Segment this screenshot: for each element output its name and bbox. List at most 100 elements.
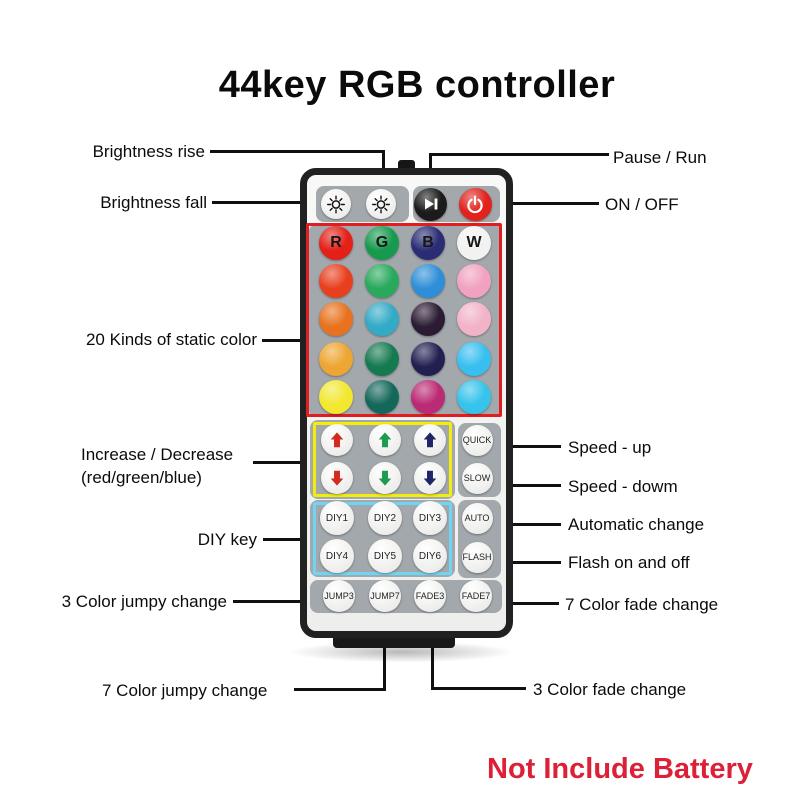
diy2-button[interactable]: DIY2	[368, 501, 402, 535]
w-color-button[interactable]: W	[457, 226, 491, 260]
label-7-color-jumpy: 7 Color jumpy change	[102, 681, 268, 700]
diy3-button[interactable]: DIY3	[413, 501, 447, 535]
connector-line	[487, 523, 561, 526]
down-arrow-button[interactable]	[414, 462, 446, 494]
down-arrow-button[interactable]	[369, 462, 401, 494]
connector-line	[210, 150, 384, 153]
label-speed-down: Speed - dowm	[568, 477, 678, 496]
button-label: W	[466, 234, 482, 251]
connector-line	[233, 600, 325, 603]
label-automatic-change: Automatic change	[568, 515, 705, 534]
button-label: G	[375, 234, 389, 251]
static-colors-outline	[306, 223, 502, 417]
arrow-up-icon	[423, 432, 437, 448]
button-label: SLOW	[463, 473, 491, 483]
button-label: DIY6	[418, 550, 442, 562]
label-3-color-jumpy: 3 Color jumpy change	[61, 592, 227, 611]
static-color-button-6[interactable]	[365, 264, 399, 298]
label-brightness-rise: Brightness rise	[92, 142, 205, 161]
g-color-button[interactable]: G	[365, 226, 399, 260]
connector-line	[429, 153, 609, 156]
connector-line	[486, 561, 561, 564]
static-color-button-17[interactable]	[319, 380, 353, 414]
brightness-rise-button[interactable]	[366, 189, 396, 219]
brightness-fall-button[interactable]	[321, 189, 351, 219]
remote-stand	[333, 636, 455, 648]
button-label: R	[330, 234, 342, 251]
auto-button[interactable]: AUTO	[461, 502, 493, 534]
up-arrow-button[interactable]	[414, 424, 446, 456]
arrow-down-icon	[423, 470, 437, 486]
static-color-button-5[interactable]	[319, 264, 353, 298]
sun-icon	[327, 195, 345, 214]
label-7-color-fade: 7 Color fade change	[565, 595, 719, 614]
arrow-down-icon	[378, 470, 392, 486]
static-color-button-18[interactable]	[365, 380, 399, 414]
connector-line	[212, 201, 320, 204]
button-label: QUICK	[462, 435, 492, 445]
down-arrow-button[interactable]	[321, 462, 353, 494]
button-label: FADE3	[415, 591, 445, 601]
connector-line	[487, 602, 559, 605]
static-color-button-10[interactable]	[365, 302, 399, 336]
jump7-button[interactable]: JUMP7	[369, 580, 401, 612]
power-button[interactable]	[458, 187, 492, 221]
diy6-button[interactable]: DIY6	[413, 539, 447, 573]
static-color-button-20[interactable]	[457, 380, 491, 414]
connector-line	[253, 461, 311, 464]
static-color-button-16[interactable]	[457, 342, 491, 376]
static-color-button-8[interactable]	[457, 264, 491, 298]
up-arrow-button[interactable]	[321, 424, 353, 456]
label-pause-run: Pause / Run	[613, 148, 707, 167]
label-increase-decrease-line1: Increase / Decrease	[81, 445, 234, 464]
slow-button[interactable]: SLOW	[461, 462, 493, 494]
static-color-button-13[interactable]	[319, 342, 353, 376]
play-pause-icon	[425, 198, 438, 210]
fade7-button[interactable]: FADE7	[460, 580, 492, 612]
static-color-button-11[interactable]	[411, 302, 445, 336]
connector-line	[488, 484, 561, 487]
not-include-battery-note: Not Include Battery	[487, 753, 753, 785]
arrow-up-icon	[378, 432, 392, 448]
label-brightness-fall: Brightness fall	[100, 193, 207, 212]
page-title: 44key RGB controller	[218, 64, 616, 106]
jump3-button[interactable]: JUMP3	[323, 580, 355, 612]
label-3-color-fade: 3 Color fade change	[533, 680, 687, 699]
diy1-button[interactable]: DIY1	[320, 501, 354, 535]
pause-run-button[interactable]	[413, 187, 447, 221]
quick-button[interactable]: QUICK	[461, 424, 493, 456]
flash-button[interactable]: FLASH	[461, 541, 493, 573]
connector-line	[488, 445, 561, 448]
power-icon	[467, 195, 483, 214]
sun-icon	[372, 195, 390, 214]
static-color-button-19[interactable]	[411, 380, 445, 414]
static-color-button-15[interactable]	[411, 342, 445, 376]
button-label: DIY4	[325, 550, 349, 562]
button-label: DIY2	[373, 512, 397, 524]
fade3-button[interactable]: FADE3	[414, 580, 446, 612]
arrow-up-icon	[330, 432, 344, 448]
increase-decrease-outline	[313, 422, 452, 497]
diy5-button[interactable]: DIY5	[368, 539, 402, 573]
button-label: B	[422, 234, 434, 251]
label-on-off: ON / OFF	[605, 195, 679, 214]
up-arrow-button[interactable]	[369, 424, 401, 456]
label-increase-decrease-line2: (red/green/blue)	[81, 468, 202, 487]
connector-line	[262, 339, 313, 342]
static-color-button-12[interactable]	[457, 302, 491, 336]
static-color-button-14[interactable]	[365, 342, 399, 376]
button-label: AUTO	[464, 513, 490, 523]
static-color-button-9[interactable]	[319, 302, 353, 336]
button-label: DIY1	[325, 512, 349, 524]
ir-emitter	[398, 160, 415, 171]
b-color-button[interactable]: B	[411, 226, 445, 260]
connector-line	[294, 688, 386, 691]
button-label: JUMP7	[370, 591, 400, 601]
r-color-button[interactable]: R	[319, 226, 353, 260]
diy4-button[interactable]: DIY4	[320, 539, 354, 573]
static-color-button-7[interactable]	[411, 264, 445, 298]
label-diy-key: DIY key	[197, 530, 257, 549]
label-increase-decrease: Increase / Decrease (red/green/blue)	[81, 443, 233, 489]
